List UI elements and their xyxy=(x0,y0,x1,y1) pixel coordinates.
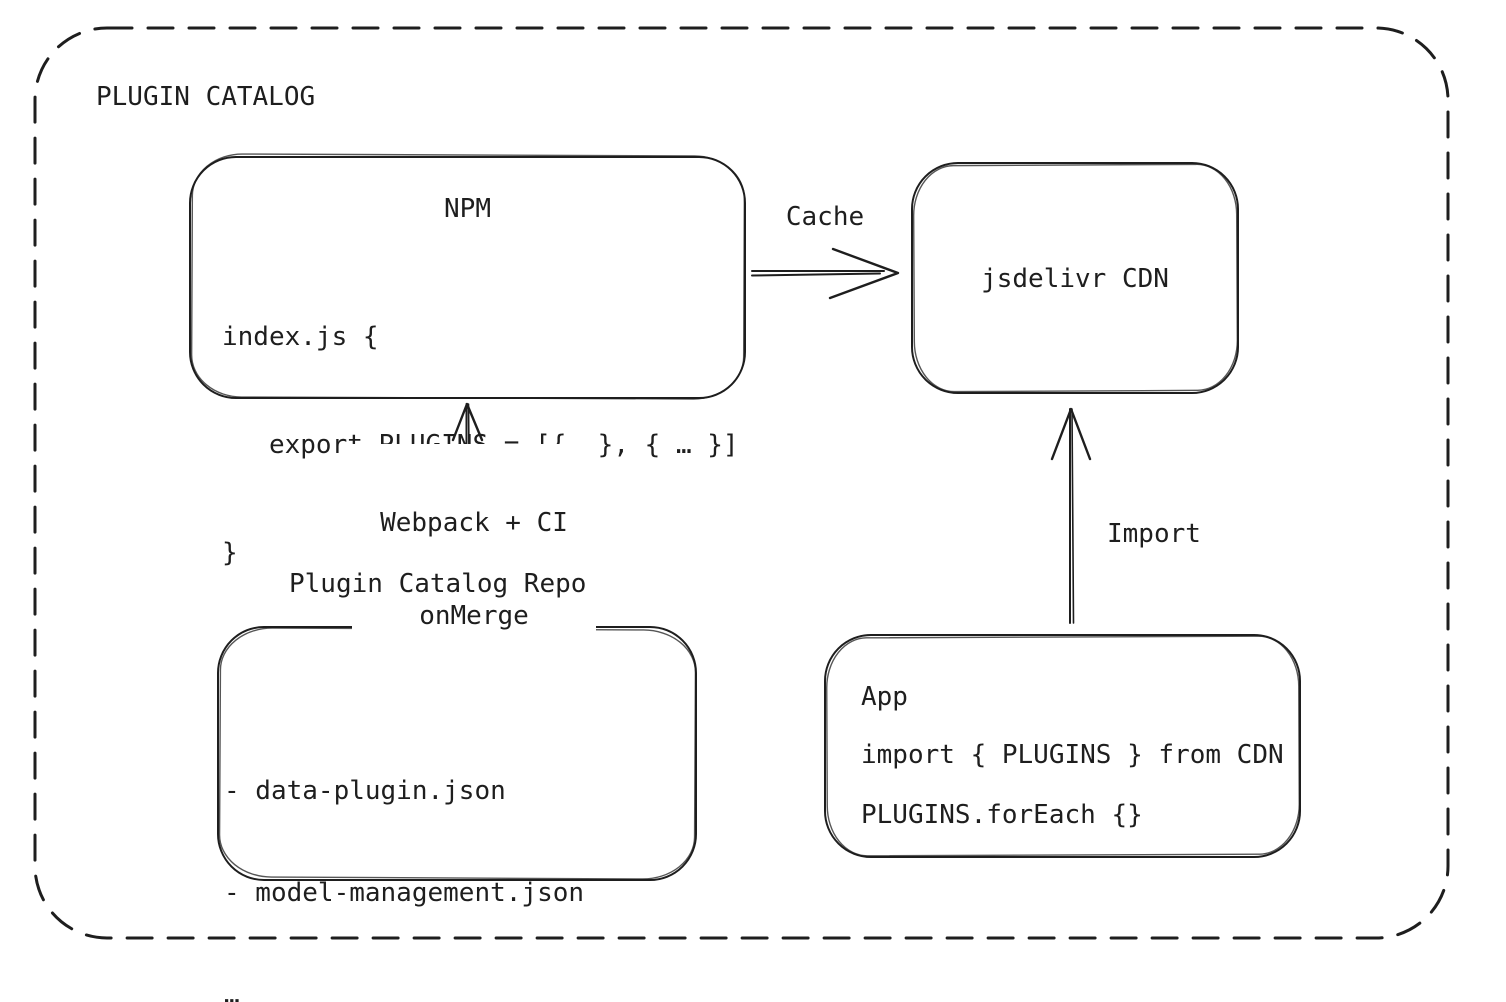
app-box-title: App xyxy=(861,682,908,712)
cdn-box xyxy=(911,162,1239,394)
repo-box-label: Plugin Catalog Repo xyxy=(289,569,587,599)
app-code-line: PLUGINS.forEach {} xyxy=(861,800,1143,830)
npm-code-line: } xyxy=(222,538,238,568)
npm-box-title: NPM xyxy=(444,194,491,224)
build-arrow-label-line2: onMerge xyxy=(419,601,529,631)
cdn-box-label: jsdelivr CDN xyxy=(981,264,1169,294)
cache-arrow-label: Cache xyxy=(785,202,865,232)
cache-arrow xyxy=(751,247,900,300)
build-arrow-label-line1: Webpack + CI xyxy=(380,508,568,538)
app-box xyxy=(824,634,1301,858)
build-arrow-label: Webpack + CI onMerge xyxy=(352,444,596,696)
repo-file-item: - model-management.json xyxy=(224,878,585,908)
npm-code-line: index.js { xyxy=(222,322,379,352)
npm-box xyxy=(189,153,746,400)
import-arrow xyxy=(1050,407,1092,624)
repo-file-item: … xyxy=(224,980,240,1002)
plugin-catalog-boundary xyxy=(33,26,1450,940)
diagram-title: PLUGIN CATALOG xyxy=(96,82,316,112)
import-arrow-label: Import xyxy=(1107,519,1201,549)
app-code-line: import { PLUGINS } from CDN xyxy=(861,740,1284,770)
repo-file-list: - data-plugin.json - model-management.js… xyxy=(224,706,584,1002)
repo-file-item: - data-plugin.json xyxy=(224,776,506,806)
